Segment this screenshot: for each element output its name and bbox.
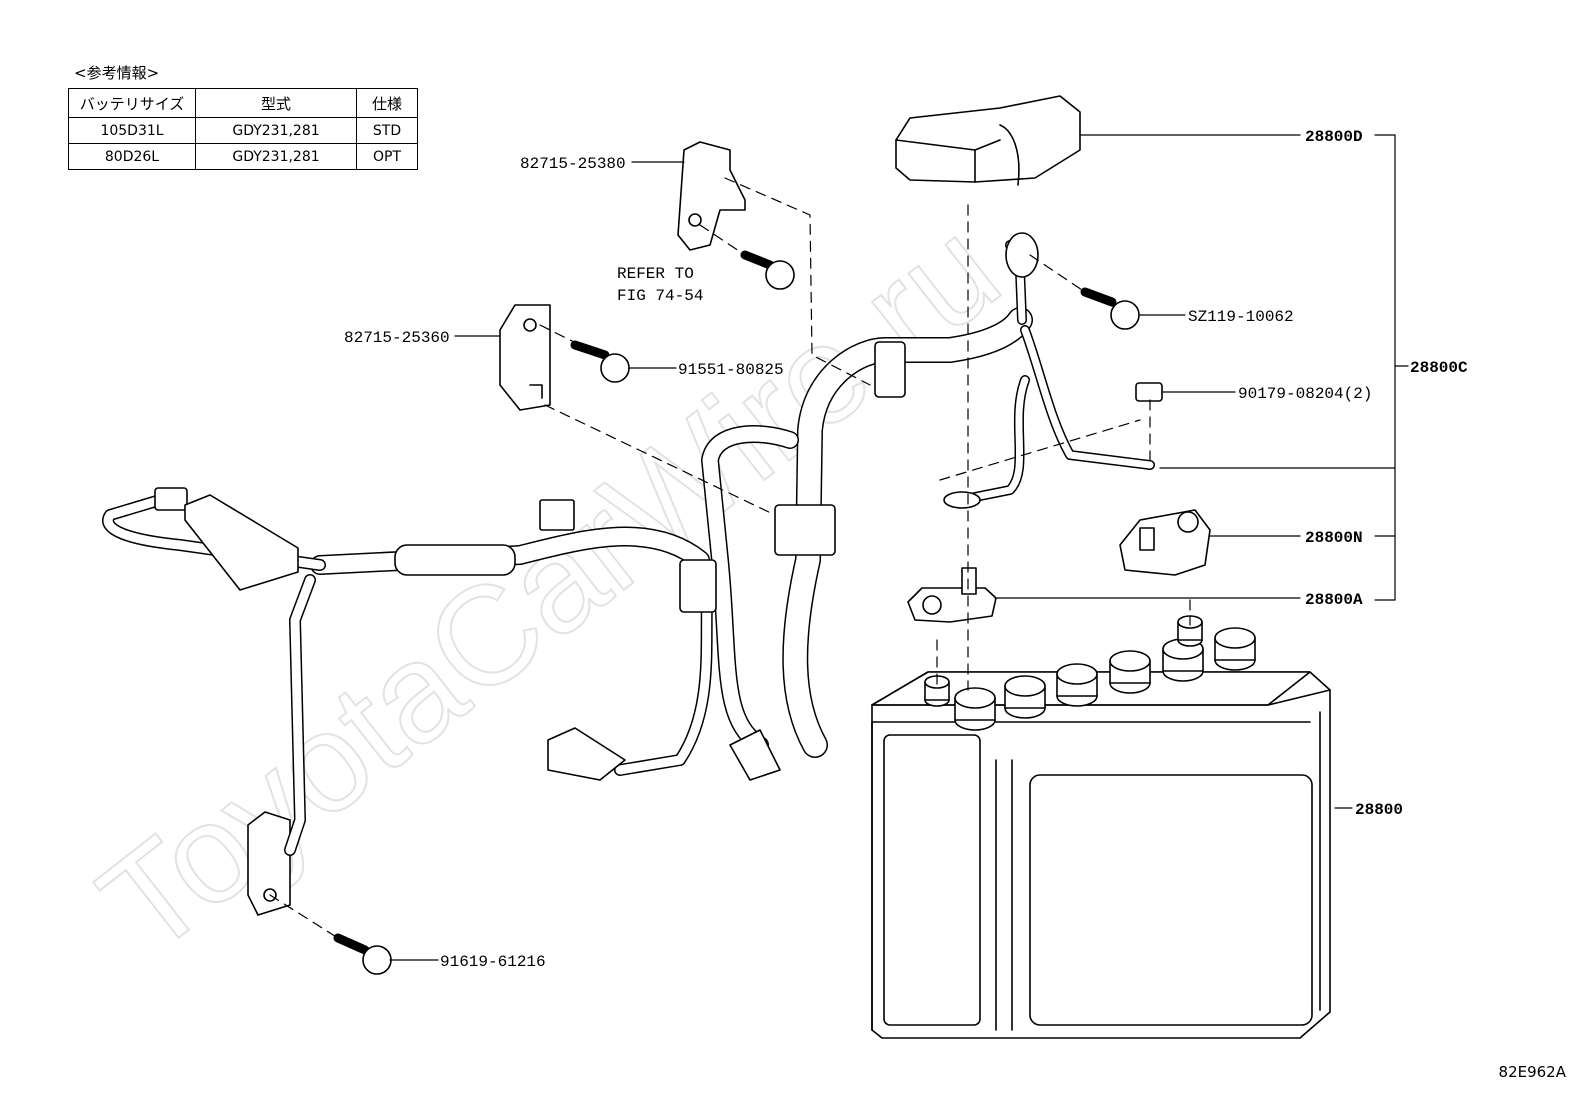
header-spec: 仕様 [356,88,418,118]
negative-terminal [1119,509,1211,576]
table-header-row: バッテリサイズ 型式 仕様 [68,88,418,118]
leader-lines [389,134,1409,961]
wire-harness [102,232,1155,856]
table-row: 80D26L GDY231,281 OPT [68,143,418,170]
header-model: 型式 [195,88,357,118]
table-row: 105D31L GDY231,281 STD [68,117,418,144]
battery-cell-caps [924,615,1256,731]
table-cell: STD [356,117,418,144]
callout-82715-25360: 82715-25360 [344,329,450,347]
bolt-91619 [333,933,392,975]
reference-table: バッテリサイズ 型式 仕様 105D31L GDY231,281 STD 80D… [68,88,418,170]
refer-fig-label: FIG 74-54 [617,287,703,305]
table-cell: 105D31L [68,117,196,144]
battery [871,671,1331,1039]
callout-28800N: 28800N [1305,529,1363,547]
bracket-upper [677,141,746,251]
nut-90179 [1135,382,1163,402]
callout-28800D: 28800D [1305,128,1363,146]
bolt-91551 [570,340,630,383]
callout-sz119-10062: SZ119-10062 [1188,308,1294,326]
assembly-dashed-lines [269,177,1191,939]
bracket-lower [247,811,291,916]
refer-to-label: REFER TO [617,265,694,283]
callout-28800A: 28800A [1305,591,1363,609]
header-battery-size: バッテリサイズ [68,88,196,118]
callout-91551-80825: 91551-80825 [678,361,784,379]
figure-code: 82E962A [1498,1063,1566,1081]
callout-90179-08204: 90179-08204(2) [1238,385,1372,403]
table-cell: GDY231,281 [195,117,357,144]
table-cell: GDY231,281 [195,143,357,170]
bracket-side [499,304,551,411]
terminal-cover [895,95,1081,186]
table-cell: 80D26L [68,143,196,170]
callout-91619-61216: 91619-61216 [440,953,546,971]
reference-caption: <参考情報> [74,64,160,82]
callout-28800C: 28800C [1410,359,1468,377]
table-cell: OPT [356,143,418,170]
callout-82715-25380: 82715-25380 [520,155,626,173]
bolt-upper-bracket [740,250,795,290]
harness-connectors [154,341,906,781]
callout-28800: 28800 [1355,801,1403,819]
bolt-sz119 [1080,287,1140,330]
positive-terminal [907,567,997,623]
